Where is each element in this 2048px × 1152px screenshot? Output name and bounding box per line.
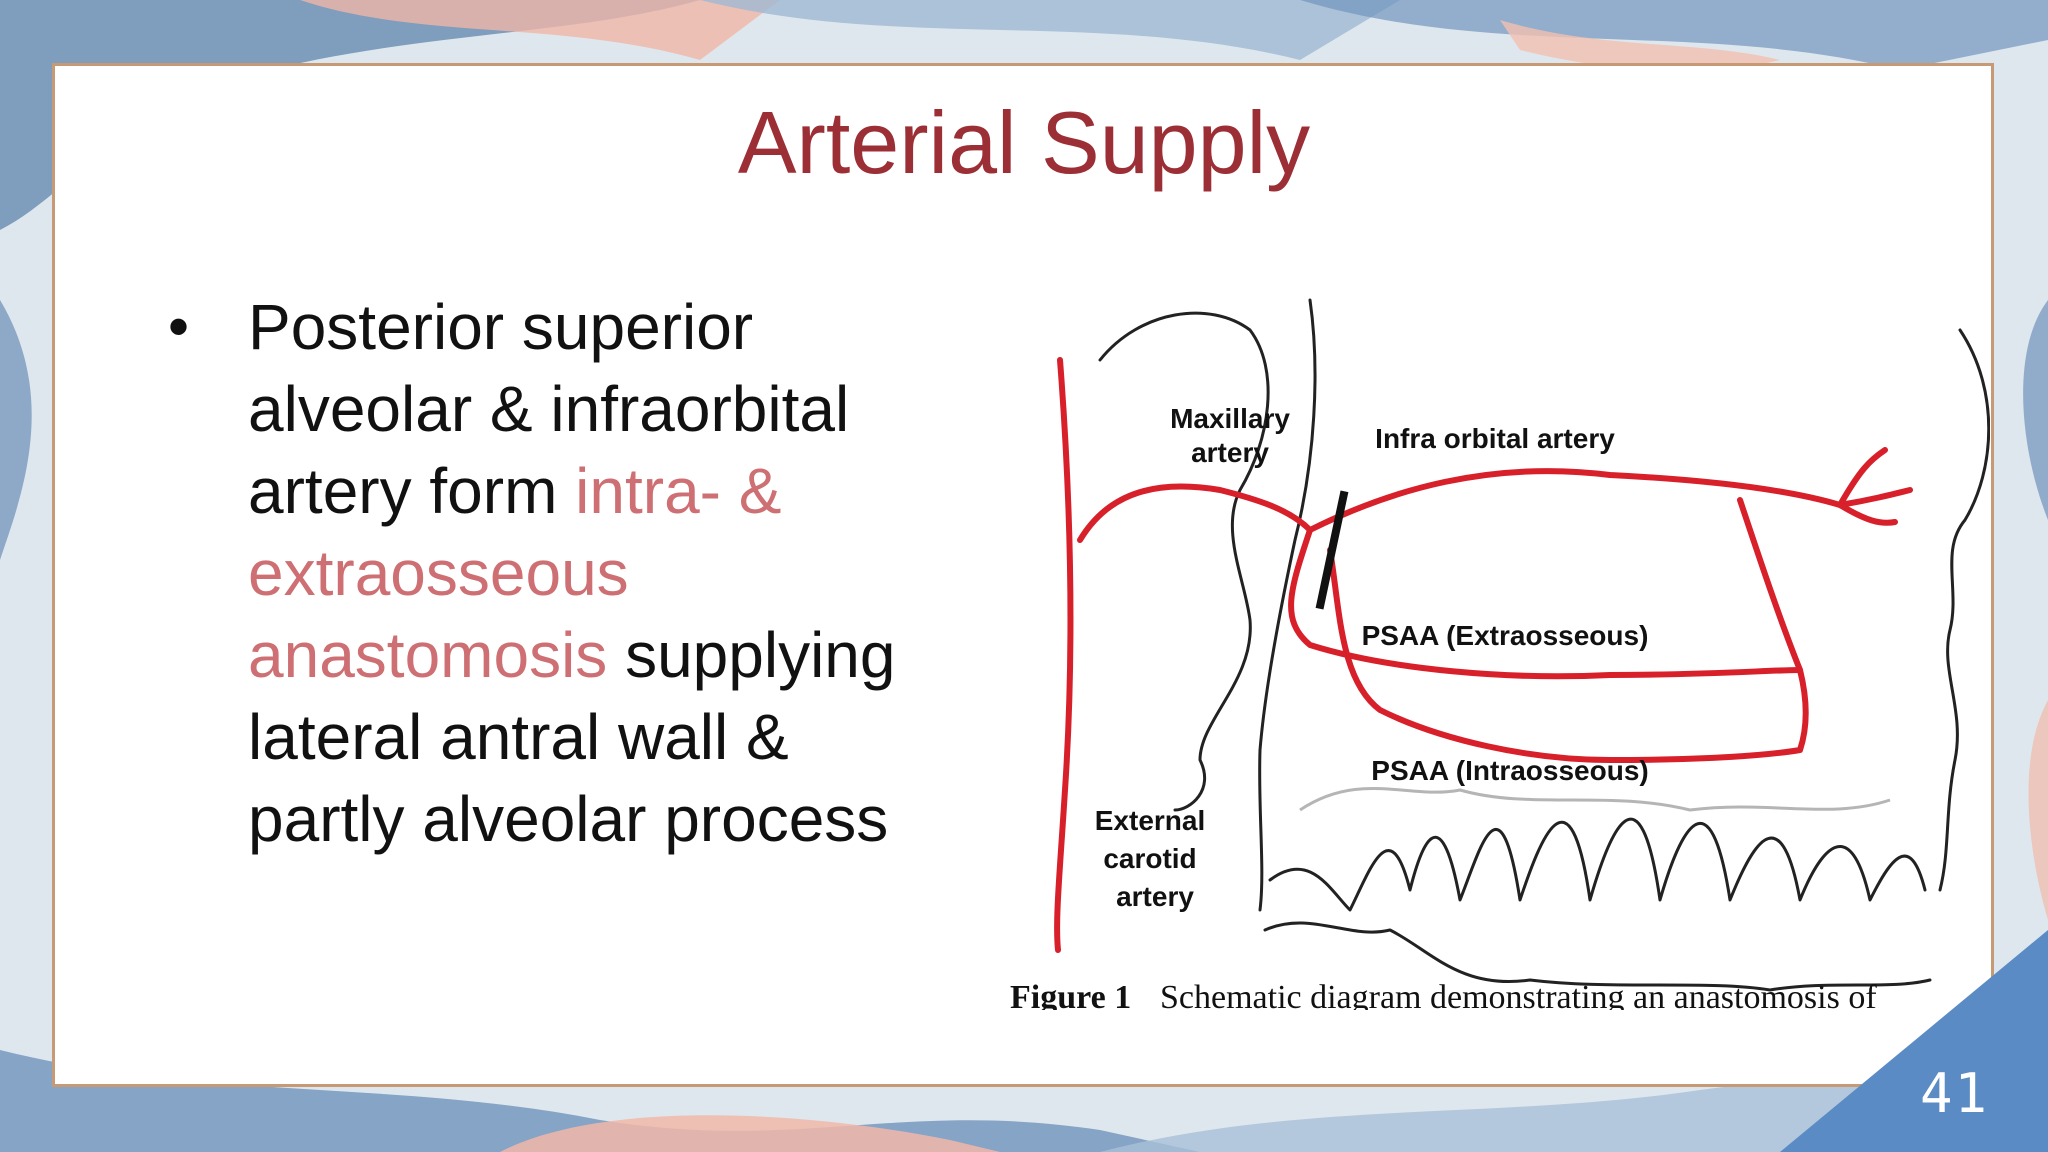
anatomy-figure: Maxillary artery Infra orbital artery PS… (1010, 298, 1990, 1010)
label-psaa-intra: PSAA (Intraosseous) (1371, 755, 1648, 786)
infraorbital-artery (1307, 468, 1843, 533)
face-outline (1938, 328, 1990, 892)
teeth-outline (1268, 817, 1927, 912)
skull-outline (1098, 311, 1270, 812)
label-infraorbital: Infra orbital artery (1375, 423, 1615, 454)
label-external-3: artery (1116, 881, 1194, 912)
bullet-text-end: supplying lateral antral wall & partly a… (248, 619, 896, 855)
psaa-intraosseous (1327, 547, 1809, 763)
corner-triangle (1780, 930, 2048, 1152)
figure-caption: Schematic diagram demonstrating an anast… (1160, 979, 1877, 1010)
page-number: 41 (1920, 1062, 1990, 1125)
external-carotid-artery (1054, 357, 1074, 953)
label-external-1: External (1095, 805, 1206, 836)
slide-card (52, 63, 1994, 1087)
bullet-highlight: intra- & extraosseous anastomosis (248, 455, 782, 691)
bullet-text: Posterior superior alveolar & infraorbit… (248, 286, 928, 860)
label-psaa-extra: PSAA (Extraosseous) (1362, 620, 1649, 651)
pterygoid-outline (1258, 298, 1317, 912)
slide-title: Arterial Supply (737, 93, 1311, 192)
bullet-text-start: Posterior superior alveolar & infraorbit… (248, 291, 850, 527)
label-maxillary-1: Maxillary (1170, 403, 1290, 434)
maxillary-artery (1077, 483, 1313, 543)
label-maxillary-2: artery (1191, 437, 1269, 468)
psaa-extraosseous (1288, 497, 1803, 680)
figure-caption-label: Figure 1 (1010, 979, 1131, 1010)
label-external-2: carotid (1103, 843, 1196, 874)
pterygoid-plate (1315, 490, 1349, 610)
bullet-marker: • (168, 293, 190, 360)
lower-molar-outline (1263, 921, 1932, 992)
terminal-branches (1837, 447, 1913, 526)
sinus-floor-outline (1299, 786, 1891, 812)
